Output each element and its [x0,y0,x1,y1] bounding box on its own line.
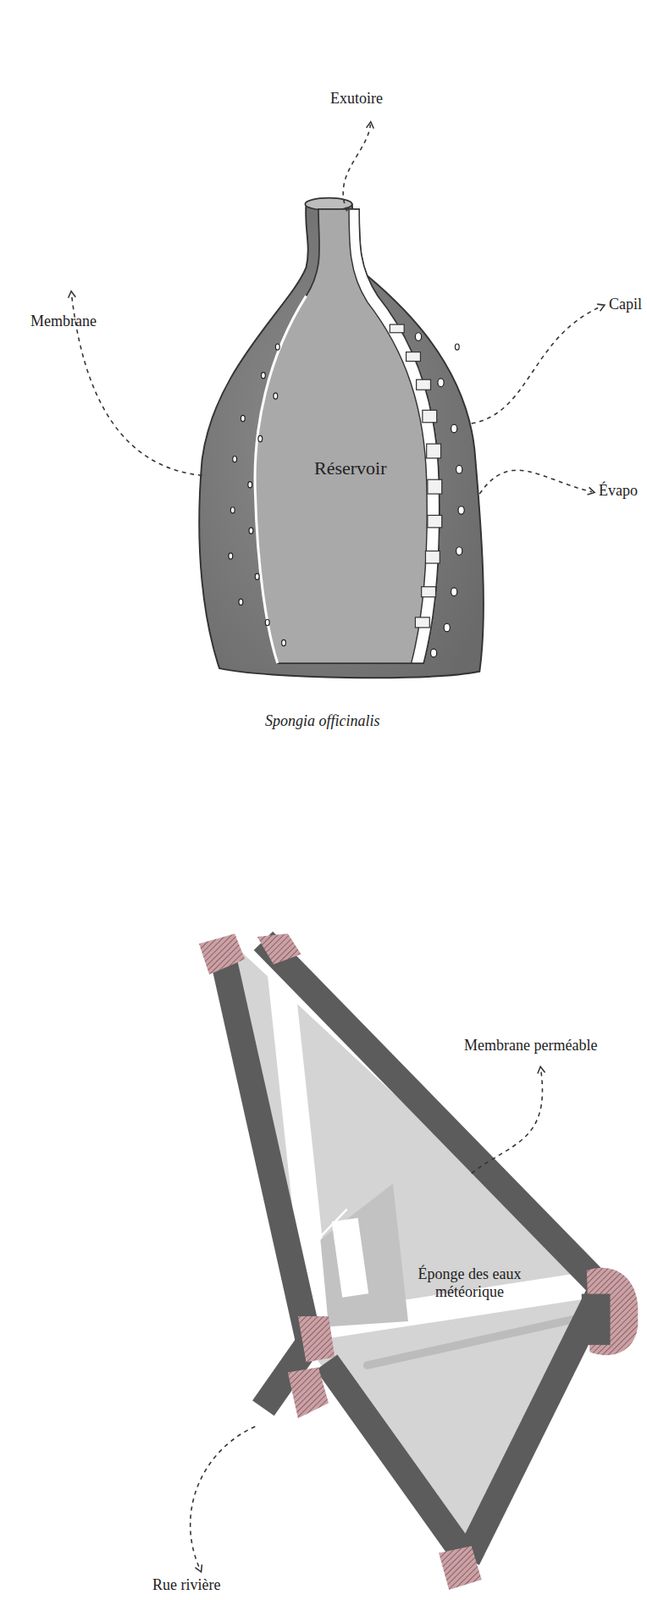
part-label: Réservoir [314,457,388,479]
region-label: Éponge des eaux météorique [385,1265,554,1300]
figure-caption: Spongia officinalis [265,712,381,730]
part-label: Membrane [30,312,97,331]
sponge-illustration [199,198,484,678]
part-label: Membrane perméable [464,1036,598,1055]
part-label: Capil [608,295,642,314]
part-label: Évapo [598,481,638,500]
part-label: Exutoire [330,89,383,108]
part-label: Rue rivière [152,1576,221,1594]
leader-line [190,1069,543,1570]
site-plan [199,933,638,1590]
leader-line [71,124,602,494]
